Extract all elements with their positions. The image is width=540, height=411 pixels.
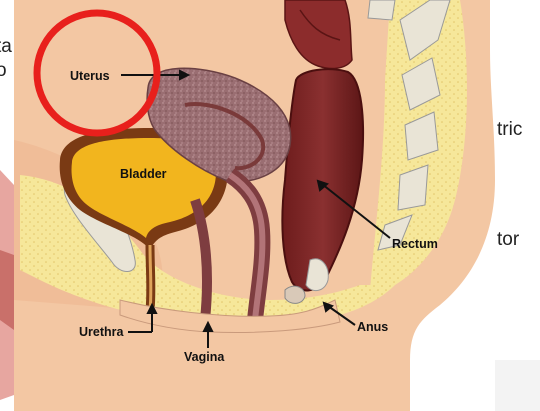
- label-bladder: Bladder: [120, 167, 167, 181]
- body-section: [14, 0, 495, 411]
- label-rectum: Rectum: [392, 237, 438, 251]
- label-urethra: Urethra: [79, 325, 125, 339]
- left-fragment-text-second: o: [0, 60, 7, 81]
- label-vagina: Vagina: [184, 350, 225, 364]
- label-uterus: Uterus: [70, 69, 110, 83]
- right-fragment-text-bottom: tor: [497, 229, 520, 250]
- right-slide-fragment: [495, 360, 540, 411]
- left-fragment-text-top: ta: [0, 36, 12, 57]
- label-anus: Anus: [357, 320, 388, 334]
- right-fragment-text-top: tric: [497, 119, 522, 140]
